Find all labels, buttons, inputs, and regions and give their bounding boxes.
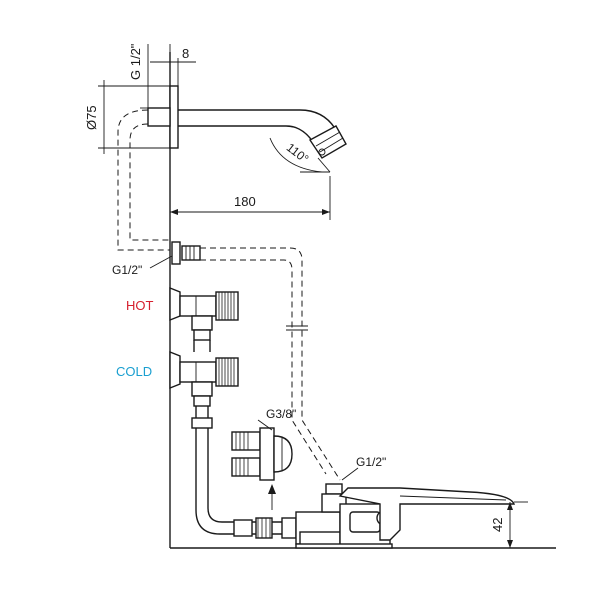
cold-angle-valve: COLD (116, 350, 239, 407)
cold-label: COLD (116, 364, 152, 379)
reach-label: 180 (234, 194, 256, 209)
hidden-pipes (117, 109, 341, 481)
angle-arc (269, 137, 323, 173)
flange-diameter-label: Ø75 (84, 105, 99, 130)
inlet-thread-label: G1/2" (112, 263, 142, 277)
spout-nozzle (308, 125, 347, 159)
pedal-height-label: 42 (490, 518, 505, 532)
pedal-height-dimension: 42 (490, 501, 528, 549)
spout-arm-bottom (178, 125, 319, 151)
inlet-fitting: G1/2" (112, 241, 201, 277)
reach-dimension: 180 (170, 176, 331, 220)
mixing-valve: G3/8" (231, 407, 296, 510)
spout-flange (169, 85, 179, 149)
pedal-valve: G1/2" (281, 455, 516, 549)
top-dimensions: 8 G 1/2" Ø75 (84, 43, 196, 154)
spout-angle-label: 110° (284, 140, 312, 166)
hot-label: HOT (126, 298, 154, 313)
flange-thickness-label: 8 (182, 46, 189, 61)
hot-angle-valve: HOT (126, 286, 239, 341)
hot-valve-handle (215, 291, 239, 321)
spout-connector (147, 107, 171, 127)
wall-spout: 110° (147, 85, 347, 173)
mixer-thread-label: G3/8" (266, 407, 296, 421)
cold-valve-handle (215, 357, 239, 387)
pedal-thread-label: G1/2" (356, 455, 386, 469)
top-thread-label: G 1/2" (128, 43, 143, 80)
foot-pedal (338, 487, 516, 541)
flex-hoses (191, 340, 282, 539)
